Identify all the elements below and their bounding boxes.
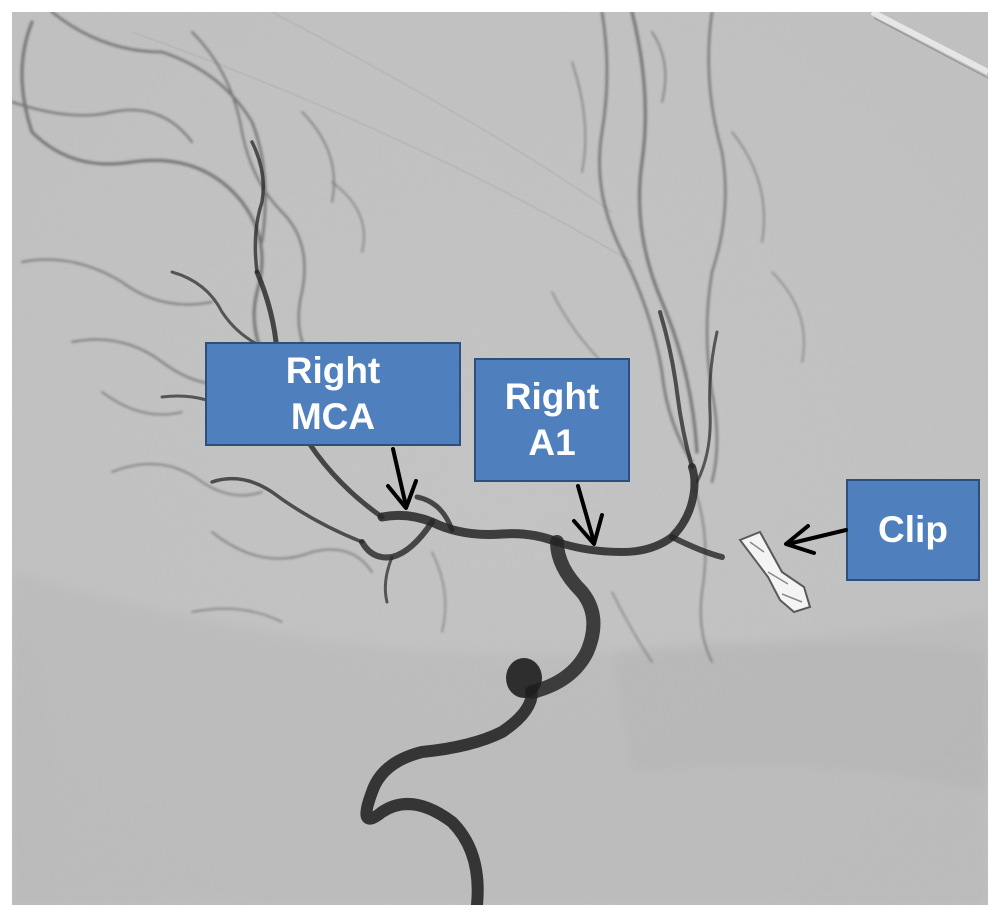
label-right-a1-line2: A1 xyxy=(528,422,576,463)
label-right-a1: Right A1 xyxy=(474,358,630,482)
label-clip: Clip xyxy=(846,479,980,581)
catheter-line xyxy=(870,12,988,75)
angiogram-image: Right MCA Right A1 Clip xyxy=(12,12,988,905)
label-right-mca: Right MCA xyxy=(205,342,461,446)
label-right-a1-line1: Right xyxy=(504,376,600,417)
label-clip-line1: Clip xyxy=(878,509,948,550)
skull-arcs xyxy=(131,12,633,263)
surgical-clip xyxy=(738,530,812,614)
label-right-mca-line2: MCA xyxy=(290,396,376,437)
label-right-mca-line1: Right xyxy=(285,350,381,391)
